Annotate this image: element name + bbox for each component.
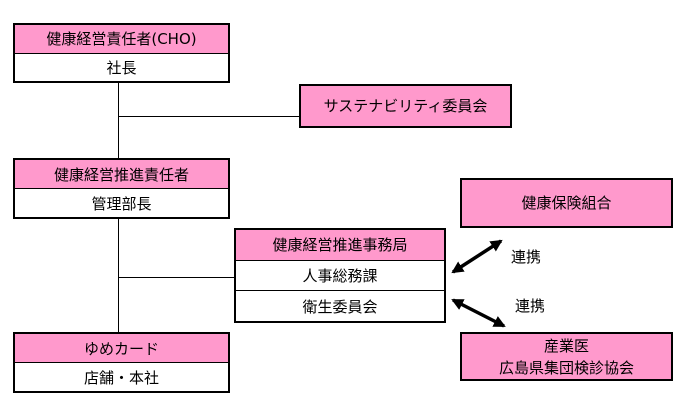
box-jimukyoku-row-jinji: 人事総務課	[236, 260, 444, 292]
box-hoken-kumiai: 健康保険組合	[460, 178, 673, 228]
box-suishin-body: 管理部長	[15, 189, 228, 217]
box-sangyoi-line2: 広島県集団検診協会	[498, 358, 634, 377]
connector-to-jimukyoku	[118, 277, 234, 278]
box-cho-header: 健康経営責任者(CHO)	[15, 25, 228, 54]
box-sustainability-committee: サステナビリティ委員会	[299, 84, 512, 128]
box-jimukyoku-row-eisei: 衛生委員会	[236, 291, 444, 322]
connector-cho-to-suishin	[118, 83, 119, 158]
box-jimukyoku: 健康経営推進事務局 人事総務課 衛生委員会	[234, 228, 446, 323]
box-cho-body: 社長	[15, 53, 228, 81]
box-suishin-header: 健康経営推進責任者	[15, 160, 228, 189]
box-yume-body: 店舗・本社	[15, 363, 228, 391]
connector-to-sustainability	[118, 116, 299, 117]
box-suishin-sekininsha: 健康経営推進責任者 管理部長	[13, 158, 230, 219]
box-sangyoi: 産業医 広島県集団検診協会	[460, 332, 673, 381]
box-jimukyoku-header: 健康経営推進事務局	[236, 230, 444, 261]
renkei-label-sangyoi: 連携	[515, 297, 546, 315]
box-hoken-label: 健康保険組合	[521, 194, 612, 212]
renkei-label-hoken: 連携	[511, 248, 542, 266]
box-sangyoi-line1: 産業医	[543, 336, 589, 355]
box-cho: 健康経営責任者(CHO) 社長	[13, 23, 230, 83]
renkei-arrow-hoken	[451, 239, 503, 274]
box-yume-card: ゆめカード 店舗・本社	[13, 332, 230, 393]
box-sustainability-label: サステナビリティ委員会	[323, 97, 488, 115]
box-yume-header: ゆめカード	[15, 334, 228, 363]
renkei-arrow-sangyoi	[451, 298, 506, 328]
connector-suishin-to-yume	[118, 219, 119, 332]
